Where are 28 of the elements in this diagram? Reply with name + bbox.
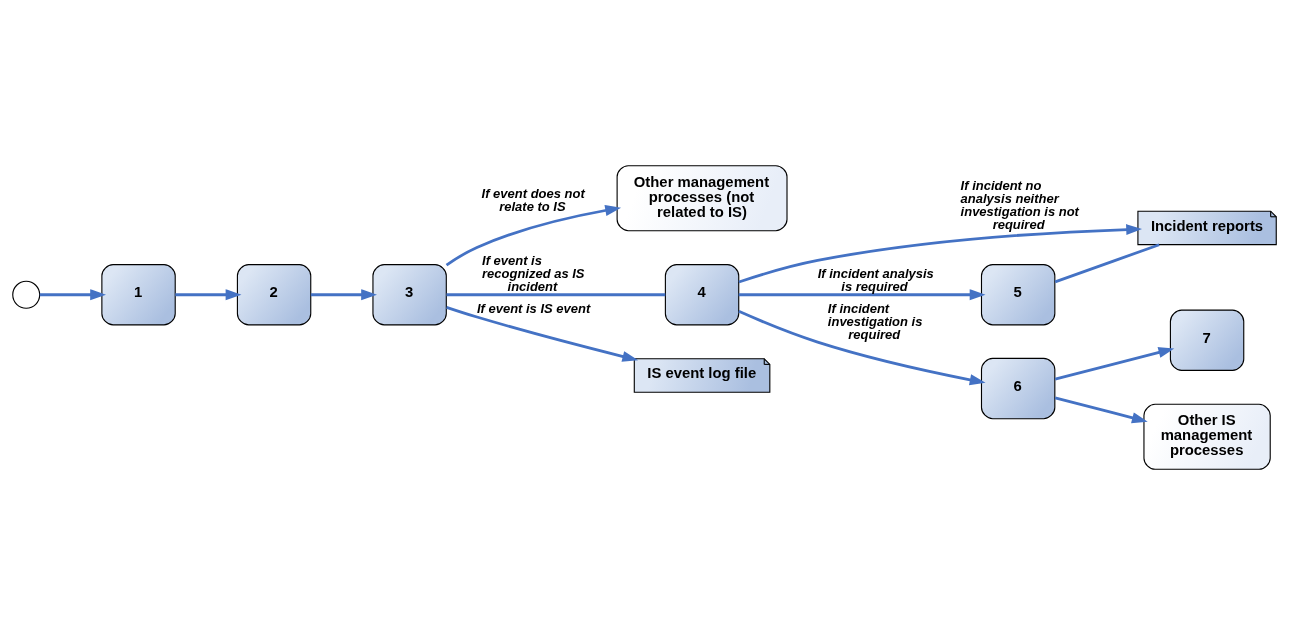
arrow: [738, 289, 986, 301]
arrow: [1054, 347, 1175, 381]
arrow: [445, 205, 622, 267]
arrow: [738, 310, 986, 386]
node-circle: [12, 280, 41, 309]
edge-label: If event is IS event: [476, 300, 591, 316]
edge-label: If incident no analysis neither investigation is not required: [960, 178, 1079, 233]
node-box: 1: [101, 264, 176, 326]
node-box: 6: [980, 357, 1056, 420]
node-box: 3: [372, 264, 447, 326]
connector: [1054, 243, 1160, 284]
arrow: [1054, 396, 1148, 424]
node-box: 2: [236, 264, 312, 326]
node-box: 4: [664, 264, 740, 326]
node-box: Other IS management processes: [1143, 403, 1271, 470]
arrow: [39, 289, 106, 301]
arrow: [175, 289, 242, 301]
edge-label: If event is recognized as IS incident: [482, 253, 585, 295]
node-box: 7: [1169, 309, 1245, 371]
node-box: 5: [980, 264, 1056, 326]
node-box: Other management processes (not related to IS): [616, 165, 788, 232]
edge-label: If incident analysis is required: [817, 266, 934, 295]
edge-label: If incident investigation is required: [827, 300, 923, 342]
edge-label: If event does not relate to IS: [481, 186, 585, 215]
arrow: [738, 224, 1143, 284]
connector: [446, 293, 666, 297]
arrow: [446, 306, 639, 362]
arrow: [310, 289, 377, 301]
